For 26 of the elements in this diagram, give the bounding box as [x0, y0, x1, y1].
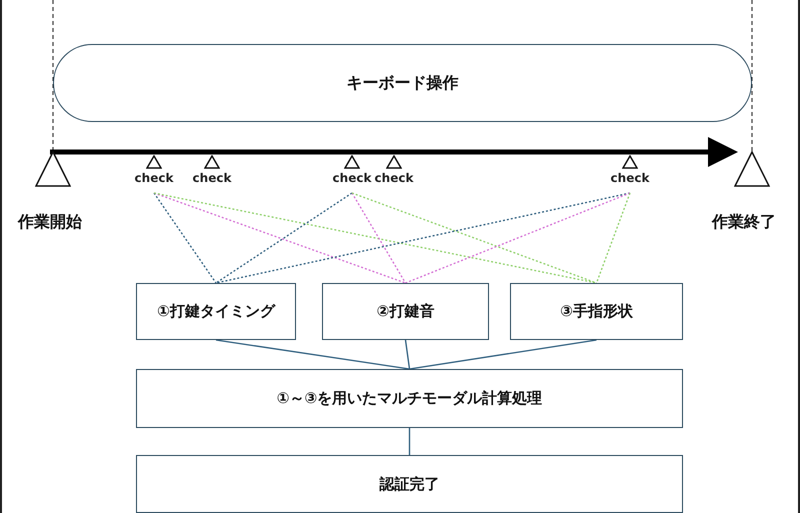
- process-box: ③手指形状: [510, 283, 683, 340]
- dotted-connector: [352, 192, 597, 284]
- check-label: check: [134, 171, 174, 185]
- dotted-connector: [216, 192, 630, 284]
- connector-line: [409, 339, 597, 370]
- timeline-end-label: 作業終了: [712, 212, 776, 233]
- process-box: 認証完了: [136, 455, 683, 513]
- timeline-end-label: 作業開始: [18, 212, 82, 233]
- process-box: ①打鍵タイミング: [136, 283, 296, 340]
- process-box: ①～③を用いたマルチモーダル計算処理: [136, 369, 683, 428]
- dotted-connector: [405, 192, 630, 284]
- dotted-connector: [216, 192, 352, 284]
- connector-line: [408, 428, 410, 455]
- connector-line: [216, 339, 410, 370]
- check-label: check: [610, 171, 650, 185]
- process-box: ②打鍵音: [322, 283, 489, 340]
- dotted-connector: [153, 192, 217, 284]
- dotted-connector: [596, 192, 631, 284]
- check-label: check: [192, 171, 232, 185]
- connector-line: [404, 340, 410, 370]
- rounded-band: キーボード操作: [53, 44, 752, 122]
- check-label: check: [374, 171, 414, 185]
- dotted-connector: [351, 192, 406, 284]
- check-label: check: [332, 171, 372, 185]
- dotted-connector: [154, 192, 597, 284]
- dotted-connector: [154, 192, 406, 284]
